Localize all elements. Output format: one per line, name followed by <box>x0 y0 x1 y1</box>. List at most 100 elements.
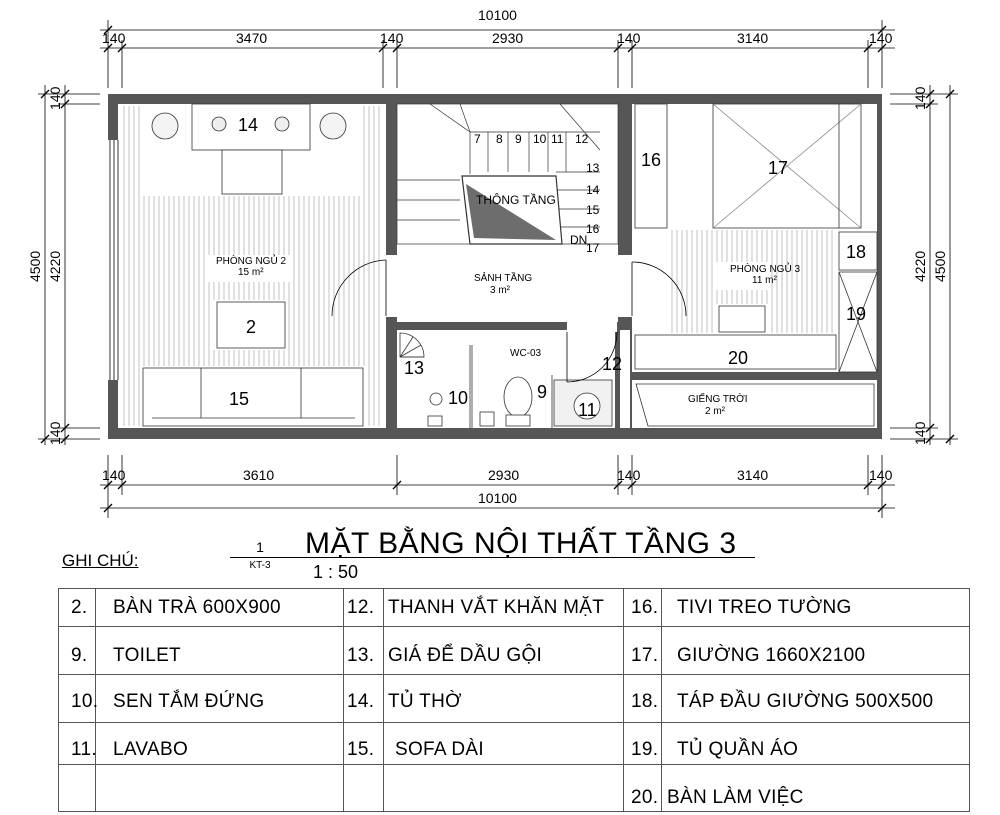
wc-name: WC-03 <box>510 348 542 359</box>
tag-9: 9 <box>537 382 547 402</box>
title-underline <box>230 557 755 558</box>
dim-bottom-seg-1: 3610 <box>243 467 274 483</box>
legend-item-text: SOFA DÀI <box>395 739 484 760</box>
legend-divider <box>95 589 96 811</box>
legend-item-num: 16. <box>631 597 659 618</box>
tag-15: 15 <box>229 389 249 409</box>
dim-top-seg-2: 2930 <box>492 30 523 46</box>
drawing-scale: 1 : 50 <box>313 562 359 582</box>
tea-table <box>216 301 286 349</box>
dim-bottom-seg-2: 2930 <box>488 467 519 483</box>
legend-item-text: LAVABO <box>113 739 189 760</box>
stair-step-number: 13 <box>586 161 600 175</box>
tag-20: 20 <box>728 348 748 368</box>
skylight-floor <box>632 380 877 428</box>
legend-item-num: 12. <box>347 597 375 618</box>
drawing-ref-number: 1 <box>256 539 264 555</box>
dimension-ticks <box>40 25 955 513</box>
legend-item-text: TÁP ĐẦU GIƯỜNG 500X500 <box>677 691 934 712</box>
lobby-name: SẢNH TẦNG <box>474 271 532 284</box>
legend-item-text: GIƯỜNG 1660X2100 <box>677 645 866 666</box>
tag-12: 12 <box>602 354 622 374</box>
legend-item-text: BÀN LÀM VIỆC <box>667 787 804 808</box>
legend-item-text: TỦ QUẦN ÁO <box>677 739 799 760</box>
bedroom-2-name: PHÒNG NGỦ 2 <box>216 254 286 267</box>
tag-19: 19 <box>846 304 866 324</box>
dim-left-overall: 4500 <box>27 251 43 282</box>
dim-bottom-seg-3: 3140 <box>737 467 768 483</box>
dim-top-wall-1: 140 <box>102 30 126 46</box>
tag-18: 18 <box>846 242 866 262</box>
dim-left-inner: 4220 <box>47 251 63 282</box>
legend-item-text: BÀN TRÀ 600X900 <box>113 597 281 618</box>
legend-row-line <box>59 674 969 675</box>
stair-step-number: 16 <box>586 222 600 236</box>
legend-item-num: 10. <box>71 691 99 712</box>
drawing-title: MẶT BẰNG NỘI THẤT TẦNG 3 <box>305 527 737 560</box>
tag-2: 2 <box>246 317 256 337</box>
legend-item-text: TIVI TREO TƯỜNG <box>677 597 852 618</box>
dim-overall-bottom: 10100 <box>478 490 517 506</box>
stair-step-number: 8 <box>496 132 503 146</box>
door-bedroom-2 <box>331 259 387 317</box>
dim-top-seg-3: 3140 <box>737 30 768 46</box>
stair-step-number: 17 <box>586 241 600 255</box>
legend-item-num: 20. <box>631 787 659 808</box>
legend-item-num: 18. <box>631 691 659 712</box>
skylight <box>635 383 875 427</box>
legend-divider <box>623 589 624 811</box>
legend-row-line <box>59 764 969 765</box>
legend-table: 2. BÀN TRÀ 600X900 9. TOILET 10. SEN TẮM… <box>58 588 970 812</box>
bed <box>712 103 862 229</box>
floor-plan: 10100 140 3470 140 2930 140 3140 140 140… <box>27 7 958 518</box>
bedside-and-wardrobe <box>838 231 878 373</box>
lobby-area: 3 m² <box>490 285 511 296</box>
dim-bottom-wall-3: 140 <box>869 467 893 483</box>
wc-door <box>566 331 618 383</box>
stair-step-number: 9 <box>515 132 522 146</box>
dim-overall-top: 10100 <box>478 7 517 23</box>
bedroom-3-name: PHÒNG NGỦ 3 <box>730 262 800 275</box>
legend-divider <box>343 589 344 811</box>
stair-step-number: 14 <box>586 183 600 197</box>
dim-bottom-wall-2: 140 <box>617 467 641 483</box>
skylight-area: 2 m² <box>705 406 726 417</box>
long-sofa <box>142 367 364 427</box>
legend-item-num: 13. <box>347 645 375 666</box>
dim-left-wall-top: 140 <box>47 86 63 110</box>
dim-top-seg-1: 3470 <box>236 30 267 46</box>
wood-floor-pattern-2 <box>671 230 833 333</box>
dim-top-wall-2: 140 <box>380 30 404 46</box>
stair-step-number: 10 <box>533 132 547 146</box>
tag-10: 10 <box>448 388 468 408</box>
legend-item-num: 17. <box>631 645 659 666</box>
legend-item-num: 11. <box>71 739 97 760</box>
legend-item-text: THANH VẮT KHĂN MẶT <box>388 597 605 618</box>
tag-17: 17 <box>768 158 788 178</box>
wc-fixtures <box>399 332 613 428</box>
dim-right-overall: 4500 <box>932 251 948 282</box>
legend-item-num: 19. <box>631 739 659 760</box>
drawing-ref-sheet: KT-3 <box>249 560 271 571</box>
legend-divider <box>661 589 662 811</box>
void-opening <box>461 175 563 245</box>
stair-step-number: 7 <box>474 132 481 146</box>
legend-item-text: TOILET <box>113 645 181 666</box>
legend-item-text: GIÁ ĐỂ DẦU GỘI <box>388 645 543 666</box>
legend-item-text: TỦ THỜ <box>388 691 462 712</box>
legend-item-num: 9. <box>71 645 88 666</box>
void-label: THÔNG TẦNG <box>476 192 556 207</box>
dim-right-inner: 4220 <box>912 251 928 282</box>
altar-cabinet <box>151 103 347 195</box>
tag-13: 13 <box>404 358 424 378</box>
work-desk <box>634 305 837 370</box>
skylight-name: GIẾNG TRỜI <box>688 392 748 405</box>
stair-up-label: DN <box>570 233 587 247</box>
tag-11: 11 <box>578 400 597 420</box>
stair-step-number: 12 <box>575 132 589 146</box>
legend-row-line <box>59 722 969 723</box>
legend-item-num: 15. <box>347 739 375 760</box>
bedroom-3-area: 11 m² <box>752 275 777 286</box>
tv-wall <box>634 103 668 229</box>
